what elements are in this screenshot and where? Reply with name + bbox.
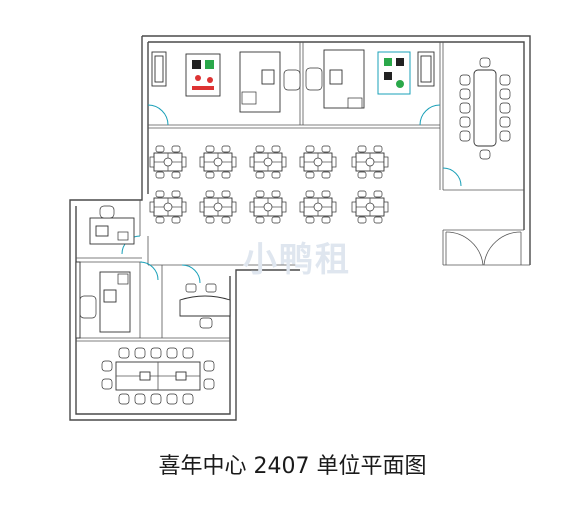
chair <box>499 74 511 86</box>
office-top-middle <box>305 49 435 109</box>
workstation-cluster <box>249 190 287 224</box>
chair <box>459 74 471 86</box>
chair <box>499 88 511 100</box>
chair <box>182 393 194 405</box>
chair <box>203 360 215 372</box>
workstation-cluster <box>199 190 237 224</box>
chair <box>459 102 471 114</box>
interior-walls <box>76 42 530 342</box>
chair <box>134 347 146 359</box>
chair <box>134 393 146 405</box>
workstation-cluster <box>299 145 337 179</box>
chair <box>459 88 471 100</box>
chair <box>150 347 162 359</box>
office-top-left <box>151 51 301 113</box>
workstation-cluster <box>351 190 389 224</box>
chair <box>166 347 178 359</box>
doors <box>121 104 522 284</box>
chair <box>166 393 178 405</box>
chair <box>101 378 113 390</box>
chair <box>182 347 194 359</box>
office-left-lower <box>75 261 131 339</box>
conference-room-right <box>459 57 511 160</box>
chair <box>150 393 162 405</box>
workstation-cluster <box>299 190 337 224</box>
chair <box>479 57 491 68</box>
chair <box>479 149 491 160</box>
workstation-cluster <box>149 145 187 179</box>
chair <box>499 102 511 114</box>
office-left-upper <box>89 205 135 245</box>
conference-room-bottom <box>101 347 215 405</box>
chair <box>101 360 113 372</box>
workstation-cluster <box>351 145 389 179</box>
workstation-cluster <box>249 145 287 179</box>
chair <box>499 130 511 142</box>
workstation-cluster <box>199 145 237 179</box>
watermark: 小鸭租 <box>243 239 351 280</box>
chair <box>203 378 215 390</box>
chair <box>499 116 511 128</box>
workstation-cluster <box>149 190 187 224</box>
reception-room <box>179 283 231 329</box>
chair <box>459 116 471 128</box>
chair <box>118 347 130 359</box>
open-workstations <box>149 145 389 224</box>
chair <box>118 393 130 405</box>
plan-caption: 喜年中心 2407 单位平面图 <box>158 454 427 479</box>
chair <box>459 130 471 142</box>
